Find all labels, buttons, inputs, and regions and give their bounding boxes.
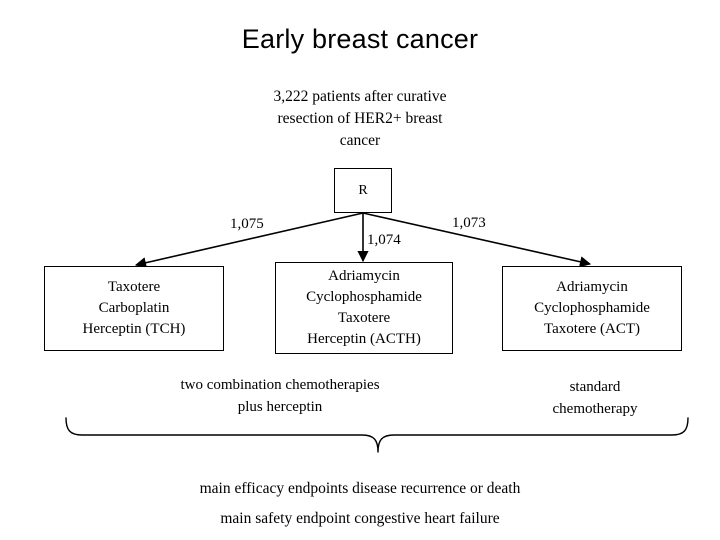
arm-tch-line-2: Carboplatin <box>98 300 170 316</box>
subtitle-line-1: 3,222 patients after curative <box>273 88 447 105</box>
arm-tch-line-3: Herceptin (TCH) <box>82 321 186 337</box>
arm-act-line-3: Taxotere (ACT) <box>544 321 640 337</box>
randomization-box: R <box>334 168 392 213</box>
study-endpoints: main efficacy endpoints disease recurren… <box>0 474 720 534</box>
arm-acth-line-2: Cyclophosphamide <box>306 289 422 305</box>
allocation-count-left: 1,075 <box>230 216 264 232</box>
treatment-arm-tch: Taxotere Carboplatin Herceptin (TCH) <box>44 266 224 351</box>
caption-left-line-1: two combination chemotherapies <box>180 377 380 393</box>
allocation-count-right: 1,073 <box>452 215 486 231</box>
arm-acth-line-4: Herceptin (ACTH) <box>307 331 421 347</box>
caption-experimental-arms: two combination chemotherapies plus herc… <box>130 374 430 418</box>
arm-tch-line-1: Taxotere <box>107 279 161 295</box>
randomization-label: R <box>358 182 368 198</box>
endpoint-efficacy: main efficacy endpoints disease recurren… <box>199 480 521 497</box>
treatment-arm-acth: Adriamycin Cyclophosphamide Taxotere Her… <box>275 262 453 354</box>
caption-right-line-1: standard <box>569 379 621 395</box>
allocation-count-middle: 1,074 <box>367 232 401 248</box>
brace-path <box>65 417 689 453</box>
study-population-text: 3,222 patients after curative resection … <box>210 86 510 152</box>
caption-right-line-2: chemotherapy <box>552 401 638 417</box>
endpoint-safety: main safety endpoint congestive heart fa… <box>220 510 500 527</box>
subtitle-line-2: resection of HER2+ breast <box>277 110 443 127</box>
arm-act-line-2: Cyclophosphamide <box>534 300 650 316</box>
arm-acth-line-3: Taxotere <box>337 310 391 326</box>
page-title: Early breast cancer <box>241 24 479 54</box>
arm-acth-line-1: Adriamycin <box>328 268 400 284</box>
caption-left-line-2: plus herceptin <box>237 399 323 415</box>
caption-control-arm: standard chemotherapy <box>505 376 685 420</box>
arm-act-line-1: Adriamycin <box>556 279 628 295</box>
subtitle-line-3: cancer <box>339 132 381 149</box>
treatment-arm-act: Adriamycin Cyclophosphamide Taxotere (AC… <box>502 266 682 351</box>
